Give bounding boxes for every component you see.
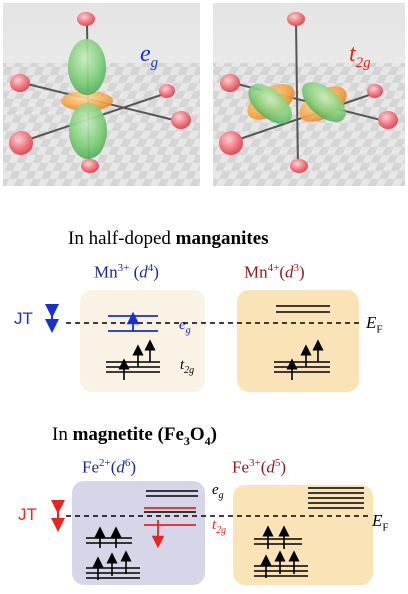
magnetite-eg-letter: e bbox=[212, 482, 219, 498]
manganites-eg-letter: e bbox=[179, 317, 186, 333]
eg-orbital-illustration bbox=[3, 3, 200, 186]
magnetite-eg-subscript: g bbox=[218, 490, 224, 501]
magnetite-title-sub1: 3 bbox=[183, 433, 190, 448]
fe3-orbital: d bbox=[266, 457, 275, 477]
mn3-element: Mn bbox=[94, 262, 118, 282]
fe2-ion-label: Fe2+(d6) bbox=[82, 457, 137, 477]
magnetite-title-end: ) bbox=[210, 424, 217, 445]
mn3-eg-levels bbox=[108, 311, 158, 332]
fe3-lower-spin-levels bbox=[254, 550, 308, 578]
mn3-count: 4 bbox=[147, 262, 154, 274]
mn3-charge: 3+ bbox=[117, 262, 130, 274]
manganites-t2g-letter: t bbox=[180, 357, 185, 373]
fe3-ion-label: Fe3+(d5) bbox=[232, 457, 287, 477]
magnetite-title-bold: magnetite (Fe bbox=[72, 424, 184, 445]
manganites-title-bold: manganites bbox=[175, 228, 269, 249]
fe3-charge: 3+ bbox=[249, 457, 261, 469]
magnetite-t2g-subscript: 2g bbox=[216, 525, 227, 536]
manganites-jt-label: JT bbox=[14, 309, 33, 329]
fe2-orbital: d bbox=[116, 457, 125, 477]
t2g-orbital-panel: t2g bbox=[213, 3, 405, 186]
magnetite-fermi-label: EF bbox=[372, 511, 389, 533]
manganites-t2g-label: t2g bbox=[180, 357, 194, 376]
eg-orbital-panel: eg bbox=[3, 3, 200, 186]
manganites-title-prefix: In half-doped bbox=[68, 228, 176, 249]
fe2-t2g-split-levels bbox=[144, 507, 196, 549]
manganites-title: In half-doped manganites bbox=[68, 228, 269, 250]
magnetite-title-prefix: In bbox=[52, 424, 73, 445]
magnetite-title-mid: O bbox=[189, 424, 205, 445]
mn3-ion-label: Mn3+ (d4) bbox=[94, 262, 159, 282]
magnetite-panel-fe3 bbox=[233, 485, 373, 585]
magnetite-fermi-subscript: F bbox=[382, 521, 389, 534]
mn4-orbital: d bbox=[285, 262, 294, 282]
manganites-t2g-subscript: 2g bbox=[184, 365, 195, 376]
magnetite-title: In magnetite (Fe3O4) bbox=[52, 424, 217, 449]
manganites-eg-label: eg bbox=[179, 317, 191, 336]
manganites-fermi-letter: E bbox=[366, 313, 377, 332]
fe2-element: Fe bbox=[82, 457, 99, 477]
mn4-count: 3 bbox=[293, 262, 300, 274]
t2g-subscript: 2g bbox=[355, 54, 371, 71]
manganites-fermi-subscript: F bbox=[376, 323, 383, 336]
magnetite-jt-text: JT bbox=[18, 505, 37, 524]
magnetite-jt-label: JT bbox=[18, 505, 37, 525]
manganites-panel-mn4 bbox=[237, 290, 359, 392]
fe3-element: Fe bbox=[232, 457, 249, 477]
mn4-t2g-levels bbox=[274, 339, 330, 380]
manganites-panel-mn3 bbox=[80, 290, 205, 392]
eg-subscript: g bbox=[150, 54, 159, 71]
mn3-orbital: d bbox=[139, 262, 148, 282]
eg-orbital-label: eg bbox=[140, 41, 158, 72]
fe2-charge: 2+ bbox=[99, 457, 111, 469]
t2g-orbital-label: t2g bbox=[349, 41, 371, 72]
mn4-eg-levels bbox=[276, 305, 330, 313]
mn4-charge: 4+ bbox=[267, 262, 280, 274]
fe2-lower-spin-levels bbox=[86, 550, 140, 580]
magnetite-eg-label: eg bbox=[212, 482, 224, 501]
fe2-count: 6 bbox=[124, 457, 131, 469]
magnetite-t2g-label: t2g bbox=[212, 517, 226, 536]
eg-letter: e bbox=[140, 41, 151, 67]
t2g-orbital-illustration bbox=[213, 3, 405, 186]
magnetite-t2g-letter: t bbox=[212, 517, 217, 533]
mn3-t2g-levels bbox=[106, 339, 160, 380]
mn4-ion-label: Mn4+(d3) bbox=[244, 262, 305, 282]
manganites-jt-text: JT bbox=[14, 309, 33, 328]
fe2-eg-levels bbox=[146, 490, 198, 497]
magnetite-fermi-letter: E bbox=[372, 511, 383, 530]
magnetite-title-sub2: 4 bbox=[204, 433, 211, 448]
fe3-count: 5 bbox=[274, 457, 281, 469]
manganites-eg-subscript: g bbox=[185, 325, 191, 336]
t2g-letter: t bbox=[349, 41, 356, 67]
mn4-element: Mn bbox=[244, 262, 268, 282]
manganites-fermi-label: EF bbox=[366, 313, 383, 335]
fe2-upper-spin-levels bbox=[86, 526, 132, 548]
fe3-upper-spin-levels bbox=[254, 525, 302, 549]
fe3-empty-levels bbox=[308, 487, 364, 509]
